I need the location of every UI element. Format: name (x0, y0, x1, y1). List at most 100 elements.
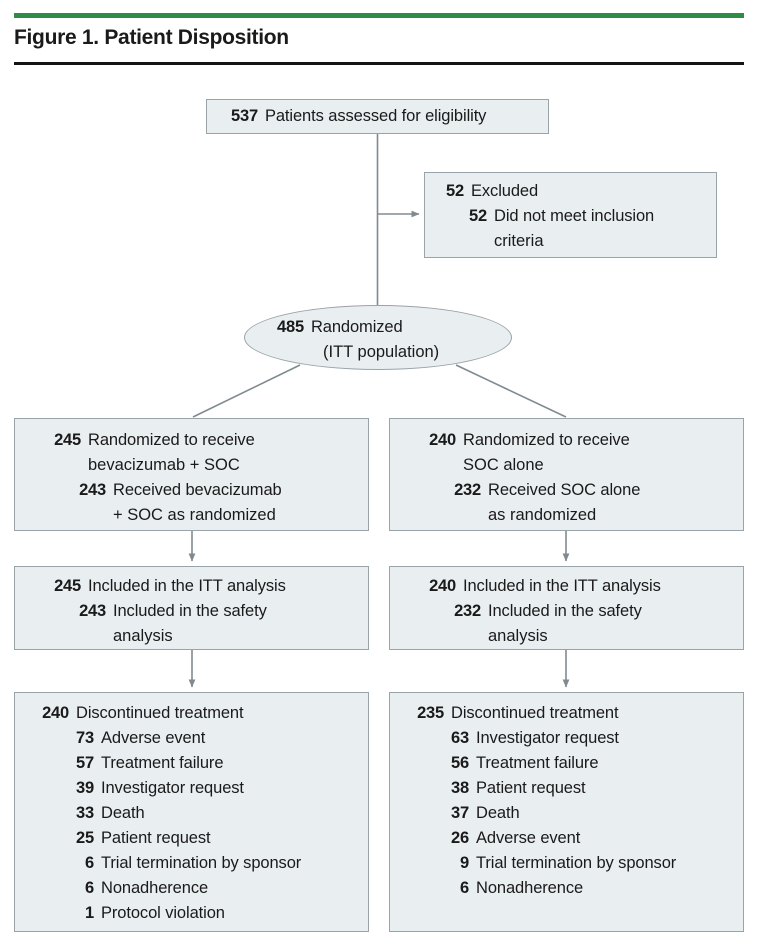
node-analysis-soc-alone: 240 Included in the ITT analysis 232 Inc… (389, 566, 744, 650)
right-reason-count: 38 (451, 779, 469, 797)
list-item: 73 Adverse event (15, 726, 368, 751)
right-reason-count: 37 (451, 804, 469, 822)
list-item: 37 Death (390, 801, 743, 826)
randomized-count: 485 (277, 318, 304, 336)
list-item: 243 Received bevacizumab (15, 478, 368, 503)
right-safety-label: Included in the safety (488, 602, 642, 620)
node-discontinued-bevacizumab-soc: 240 Discontinued treatment 73 Adverse eve… (14, 692, 369, 932)
list-item: 6 Nonadherence (15, 876, 368, 901)
left-reason-count: 73 (76, 729, 94, 747)
right-allocation-label-cont: SOC alone (463, 456, 544, 474)
list-item: 240 Discontinued treatment (15, 701, 368, 726)
list-item: 63 Investigator request (390, 726, 743, 751)
right-reason-label: Treatment failure (476, 754, 599, 772)
assessed-label: Patients assessed for eligibility (264, 107, 487, 125)
node-analysis-bevacizumab-soc: 245 Included in the ITT analysis 243 Inc… (14, 566, 369, 650)
left-itt-count: 245 (54, 577, 81, 595)
right-received-count: 232 (454, 481, 481, 499)
left-reason-count: 6 (85, 854, 94, 872)
left-reason-label: Treatment failure (101, 754, 224, 772)
right-allocation-count: 240 (429, 431, 456, 449)
left-allocation-label: Randomized to receive (88, 431, 255, 449)
list-item: 243 Included in the safety (15, 599, 368, 624)
assessed-count: 537 (231, 107, 258, 125)
connector-randomized-to-right-arm (455, 364, 567, 418)
node-randomized: 485 Randomized (ITT population) (244, 305, 512, 370)
right-itt-label: Included in the ITT analysis (463, 577, 661, 595)
node-discontinued-soc-alone: 235 Discontinued treatment 63 Investigato… (389, 692, 744, 932)
list-item: 6 Nonadherence (390, 876, 743, 901)
title-underline-rule (14, 62, 744, 65)
list-item: 1 Protocol violation (15, 901, 368, 926)
left-allocation-label-cont: bevacizumab + SOC (88, 456, 240, 474)
list-item: 57 Treatment failure (15, 751, 368, 776)
connector-randomized-to-left-arm (192, 364, 301, 418)
left-safety-label: Included in the safety (113, 602, 267, 620)
left-reason-count: 6 (85, 879, 94, 897)
right-discontinued-label: Discontinued treatment (451, 704, 619, 722)
excluded-reason-count: 52 (469, 207, 487, 225)
left-reason-label: Death (101, 804, 145, 822)
list-item: 52 Excluded (425, 179, 716, 204)
right-itt-count: 240 (429, 577, 456, 595)
right-reason-label: Nonadherence (476, 879, 584, 897)
node-assessed-for-eligibility: 537 Patients assessed for eligibility (206, 99, 549, 134)
left-reason-count: 57 (76, 754, 94, 772)
left-reason-count: 39 (76, 779, 94, 797)
left-reason-label: Protocol violation (101, 904, 225, 922)
right-safety-label-cont: analysis (488, 627, 548, 645)
right-reason-label: Investigator request (476, 729, 619, 747)
excluded-count: 52 (446, 182, 464, 200)
left-reason-count: 1 (85, 904, 94, 922)
right-reason-label: Death (476, 804, 520, 822)
randomized-label: Randomized (310, 318, 403, 336)
excluded-reason-label-cont: criteria (494, 232, 544, 250)
right-reason-count: 9 (460, 854, 469, 872)
node-allocation-bevacizumab-soc: 245 Randomized to receive bevacizumab + … (14, 418, 369, 531)
left-reason-label: Patient request (101, 829, 211, 847)
right-reason-label: Patient request (476, 779, 586, 797)
left-discontinued-reason-list: 73 Adverse event 57 Treatment failure 39 Inve… (15, 726, 368, 926)
left-reason-count: 25 (76, 829, 94, 847)
left-allocation-count: 245 (54, 431, 81, 449)
right-discontinued-count: 235 (417, 704, 444, 722)
right-safety-count: 232 (454, 602, 481, 620)
right-reason-label: Trial termination by sponsor (476, 854, 677, 872)
list-item: 9 Trial termination by sponsor (390, 851, 743, 876)
list-item: 232 Received SOC alone (390, 478, 743, 503)
list-item: 245 Randomized to receive (15, 428, 368, 453)
left-reason-label: Adverse event (101, 729, 206, 747)
right-received-label-cont: as randomized (488, 506, 597, 524)
list-item: 245 Included in the ITT analysis (15, 574, 368, 599)
right-reason-count: 63 (451, 729, 469, 747)
left-discontinued-label: Discontinued treatment (76, 704, 244, 722)
right-reason-count: 6 (460, 879, 469, 897)
list-item: 25 Patient request (15, 826, 368, 851)
left-discontinued-count: 240 (42, 704, 69, 722)
right-received-label: Received SOC alone (488, 481, 641, 499)
list-item: 232 Included in the safety (390, 599, 743, 624)
right-allocation-label: Randomized to receive (463, 431, 630, 449)
node-allocation-soc-alone: 240 Randomized to receive SOC alone 232 … (389, 418, 744, 531)
right-reason-count: 26 (451, 829, 469, 847)
left-safety-count: 243 (79, 602, 106, 620)
left-received-count: 243 (79, 481, 106, 499)
list-item: 235 Discontinued treatment (390, 701, 743, 726)
left-received-label: Received bevacizumab (113, 481, 282, 499)
left-reason-label: Nonadherence (101, 879, 209, 897)
list-item: 52 Did not meet inclusion (425, 204, 716, 229)
list-item: 537 Patients assessed for eligibility (207, 104, 548, 129)
list-item: 240 Randomized to receive (390, 428, 743, 453)
list-item: 240 Included in the ITT analysis (390, 574, 743, 599)
page-title: Figure 1. Patient Disposition (14, 26, 289, 49)
node-excluded: 52 Excluded 52 Did not meet inclusion cr… (424, 172, 717, 258)
left-itt-label: Included in the ITT analysis (88, 577, 286, 595)
left-reason-label: Investigator request (101, 779, 244, 797)
excluded-label: Excluded (471, 182, 539, 200)
